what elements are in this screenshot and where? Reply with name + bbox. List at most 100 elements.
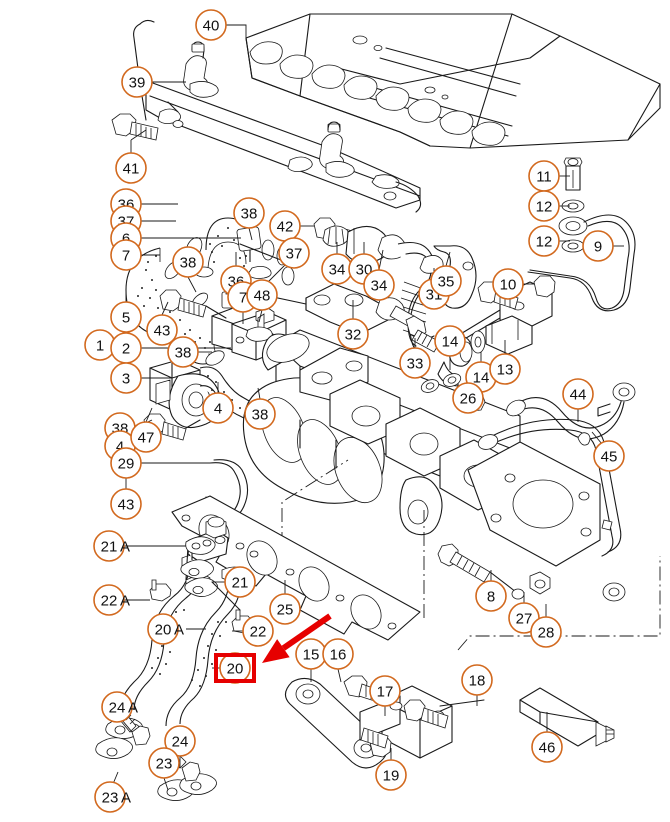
leader-line-16 xyxy=(337,668,342,683)
callout-16[interactable]: 16 xyxy=(322,638,354,670)
callout-24[interactable]: 24 xyxy=(164,725,196,757)
callout-circle xyxy=(489,353,521,385)
callout-17[interactable]: 17 xyxy=(369,675,401,707)
callout-37[interactable]: 37 xyxy=(278,237,310,269)
leader-line-35 xyxy=(445,251,451,267)
callout-circle xyxy=(233,197,265,229)
leader-line-34 xyxy=(378,249,384,271)
callout-number: 6 xyxy=(122,231,130,248)
callout-38[interactable]: 38 xyxy=(172,246,204,278)
callout-20[interactable]: 20 xyxy=(219,652,251,684)
callout-circle xyxy=(278,237,310,269)
callout-12[interactable]: 12 xyxy=(528,190,560,222)
callout-number: 42 xyxy=(277,219,294,236)
callout-40[interactable]: 40 xyxy=(195,9,227,41)
callout-32[interactable]: 32 xyxy=(337,318,369,350)
callout-46[interactable]: 46 xyxy=(531,731,563,763)
callout-41[interactable]: 41 xyxy=(115,152,147,184)
callout-45[interactable]: 45 xyxy=(593,440,625,472)
callout-4[interactable]: 4 xyxy=(202,392,234,424)
callout-43[interactable]: 43 xyxy=(146,314,178,346)
callout-number: 32 xyxy=(345,327,362,344)
callout-33[interactable]: 33 xyxy=(399,347,431,379)
callout-7[interactable]: 7 xyxy=(110,239,142,271)
callout-circle xyxy=(93,584,125,616)
callout-25[interactable]: 25 xyxy=(269,593,301,625)
callout-number: 28 xyxy=(538,625,555,642)
callout-8[interactable]: 8 xyxy=(475,580,507,612)
leader-line-38 xyxy=(248,227,253,241)
callout-19[interactable]: 19 xyxy=(375,759,407,791)
callout-circle xyxy=(110,362,142,394)
callout-28[interactable]: 28 xyxy=(530,616,562,648)
callout-48[interactable]: 48 xyxy=(246,279,278,311)
callout-circle xyxy=(244,398,276,430)
callout-38[interactable]: 38 xyxy=(244,398,276,430)
callout-number: 18 xyxy=(469,673,486,690)
callout-number: 22 xyxy=(101,593,118,610)
leader-line-47 xyxy=(145,407,153,423)
callout-38[interactable]: 38 xyxy=(167,336,199,368)
callout-9[interactable]: 9 xyxy=(582,230,614,262)
callout-27[interactable]: 27 xyxy=(508,602,540,634)
callout-number: 38 xyxy=(175,345,192,362)
callout-38[interactable]: 38 xyxy=(233,197,265,229)
callout-circle xyxy=(434,325,466,357)
callout-22[interactable]: 22 xyxy=(242,615,274,647)
callout-circle xyxy=(110,488,142,520)
callout-47[interactable]: 47 xyxy=(130,421,162,453)
callout-34[interactable]: 34 xyxy=(321,253,353,285)
leader-line-40 xyxy=(226,24,247,38)
callout-number: 40 xyxy=(203,18,220,35)
callout-circle xyxy=(167,336,199,368)
artwork-flanges-21-21A-23-23A-24 xyxy=(95,536,254,801)
callout-12[interactable]: 12 xyxy=(528,225,560,257)
callout-10[interactable]: 10 xyxy=(492,268,524,300)
callout-39[interactable]: 39 xyxy=(121,66,153,98)
callout-circle xyxy=(94,781,126,813)
callout-number: 17 xyxy=(377,684,394,701)
callout-21[interactable]: 21 xyxy=(224,566,256,598)
callout-number: 43 xyxy=(118,497,135,514)
callout-5[interactable]: 5 xyxy=(110,301,142,333)
callout-26[interactable]: 26 xyxy=(452,382,484,414)
callout-35[interactable]: 35 xyxy=(430,265,462,297)
callout-44[interactable]: 44 xyxy=(562,378,594,410)
callout-11[interactable]: 11 xyxy=(528,160,560,192)
callout-circle xyxy=(369,675,401,707)
callout-2[interactable]: 2 xyxy=(110,332,142,364)
callout-circle xyxy=(202,392,234,424)
callout-42[interactable]: 42 xyxy=(269,210,301,242)
highlight-arrow xyxy=(262,613,332,663)
callout-circle xyxy=(337,318,369,350)
callout-circle xyxy=(110,447,142,479)
callout-15[interactable]: 15 xyxy=(295,638,327,670)
artwork-coolant-pipe-32-33 xyxy=(239,283,441,353)
callout-number: 45 xyxy=(601,449,618,466)
callout-13[interactable]: 13 xyxy=(489,353,521,385)
callout-number: 21 xyxy=(101,539,118,556)
callout-29[interactable]: 29 xyxy=(110,447,142,479)
leader-line-23 xyxy=(163,777,169,791)
callout-circle xyxy=(121,66,153,98)
callout-43[interactable]: 43 xyxy=(110,488,142,520)
callout-number: 2 xyxy=(122,341,130,358)
artwork-engine-cover-40 xyxy=(245,13,661,149)
callout-34[interactable]: 34 xyxy=(363,269,395,301)
artwork-sealant-tube-46 xyxy=(519,687,615,747)
callout-circle xyxy=(430,265,462,297)
callout-circle xyxy=(593,440,625,472)
callout-number: 25 xyxy=(277,602,294,619)
callout-14[interactable]: 14 xyxy=(434,325,466,357)
callout-number: 23 xyxy=(156,756,173,773)
callout-3[interactable]: 3 xyxy=(110,362,142,394)
callout-1[interactable]: 1 xyxy=(84,329,116,361)
callout-18[interactable]: 18 xyxy=(461,664,493,696)
callout-23[interactable]: 23 xyxy=(148,747,180,779)
callout-suffix: A xyxy=(128,700,138,717)
